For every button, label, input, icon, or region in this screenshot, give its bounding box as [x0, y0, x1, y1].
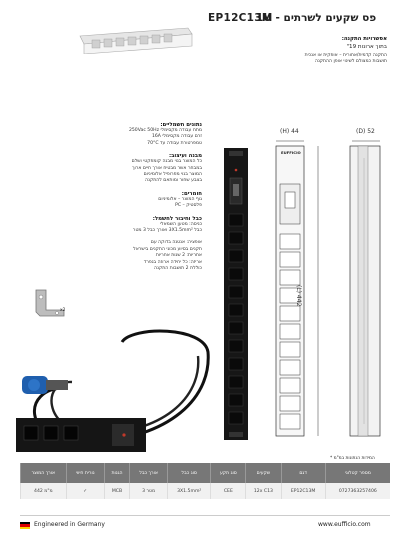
table-header: סוג כבל — [166, 463, 211, 483]
notes-line: כוללת 2 תושבות התקנה — [154, 266, 202, 272]
length-dimension: (L) 442 — [295, 285, 302, 307]
table-header: מספר קטלוגי — [324, 463, 390, 483]
table-header-row: אורך המוצר נורית חיווי הגנות אורך כבל סו… — [20, 463, 390, 483]
table-header: הגנות — [103, 463, 130, 483]
website-link[interactable]: www.eufficio.com — [318, 521, 371, 528]
structure-line: במבחר אשר מבטיח אורך חיים ארוך — [132, 165, 202, 171]
engineered-in-germany: Engineered in Germany — [34, 521, 105, 528]
materials-line: גוף המוצר – אלומיניום — [158, 196, 202, 202]
table-cell: EP12C13M — [280, 483, 326, 499]
materials-title: חומרים: — [181, 190, 202, 197]
height-dimension: (H) 44 — [280, 128, 299, 135]
table-cell: 3X1.5mm² — [166, 483, 211, 499]
notes-line: אחריות: 2 שנות אחריות — [155, 253, 202, 259]
footer-divider — [20, 515, 390, 516]
table-header: סוג תקע — [210, 463, 246, 483]
cable-line: כניסה: מטען השמאלי — [159, 221, 202, 227]
table-cell: 442 מ"מ — [20, 483, 67, 499]
structure-line: כל המוצר בנוי מבנה קומפקטי ושלם — [131, 159, 202, 165]
table-cell: ✓ — [65, 483, 105, 499]
electrical-title: נתונים חשמליים: — [160, 122, 202, 128]
structure-line: המוצר בנוי מפרופיל אלומיניום — [143, 172, 202, 178]
install-options-line1: בתוך ארונות 19" — [346, 44, 387, 50]
pdu-technical-drawing — [275, 140, 381, 437]
install-options-line3: תושבות כמצולם לשינוי אופן ההתקנה — [314, 59, 387, 64]
structure-line: בצבע שחור ומותאם להתקנה — [145, 178, 202, 184]
install-options-line2: התקנה קדמית/אחורית – אופקית או אנכית — [304, 53, 387, 58]
spec-table: אורך המוצר נורית חיווי הגנות אורך כבל סו… — [20, 463, 390, 499]
page-title: פס שקעים לשרתים - 1U — [256, 12, 377, 24]
german-flag-icon — [20, 522, 30, 529]
table-cell: MCB — [103, 483, 130, 499]
cable-line: כבל 3X1.5mm² ואורך כבל 3 מטר — [132, 228, 202, 234]
table-header: דגם — [280, 463, 326, 483]
table-row: 442 מ"מ ✓ MCB 3 מטר 3X1.5mm² CEE 12x C13… — [20, 483, 390, 499]
structure-title: מבנה ועיצוב: — [168, 153, 202, 160]
cable-title: כבל וחיבור לחשמל: — [152, 215, 202, 222]
notes-line: אופציה: אנטנה בדוקה עם — [150, 240, 202, 246]
notes-line: תקנים בסיוע מכוני התקנים בישראל — [133, 246, 202, 252]
pdu-cable-plug-image — [16, 329, 210, 452]
brand-label: EUFFICIO — [281, 150, 301, 155]
table-header: נורית חיווי — [65, 463, 105, 483]
depth-dimension: (D) 52 — [356, 128, 375, 135]
pdu-horizontal-image — [79, 27, 193, 54]
bracket-quantity: x2 — [60, 308, 66, 313]
materials-line: פלסטיק – PC — [175, 203, 202, 209]
install-options-title: אפשרויות התקנה: — [341, 36, 387, 42]
electrical-line: טמפרטורת עבודה עד 70°C — [147, 140, 202, 146]
table-note: * המידות הנתונות במ"מ — [330, 456, 375, 461]
table-cell: 3 מטר — [129, 483, 168, 499]
notes-line: אריזה: כל יחידה ארוזה בנפרד — [143, 259, 202, 265]
mounting-bracket-image — [35, 289, 65, 317]
table-header: שקעים — [245, 463, 282, 483]
table-cell: 12x C13 — [245, 483, 282, 499]
pdu-vertical-image — [224, 148, 248, 440]
model-number: EP12C13M — [208, 12, 273, 24]
table-header: אורך כבל — [129, 463, 168, 483]
electrical-line: מתח עבודה מקסימלי 250Vac 50Hz — [128, 128, 202, 133]
table-header: אורך המוצר — [20, 463, 67, 483]
table-cell: 0727363257406 — [324, 483, 390, 499]
table-cell: CEE — [210, 483, 246, 499]
electrical-line: זרם עבודה מקסימלי 16A — [151, 134, 202, 140]
